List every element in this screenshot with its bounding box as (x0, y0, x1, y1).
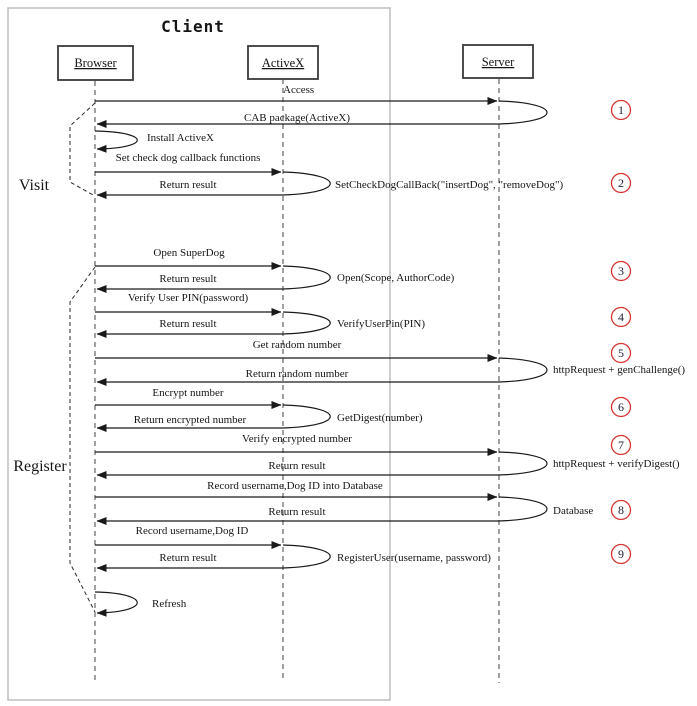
step-number-5: 5 (618, 346, 624, 360)
actor-server: Server (462, 44, 534, 79)
server-selfloop-1 (498, 100, 548, 125)
call-label-open: Open(Scope, AuthorCode) (337, 272, 455, 284)
client-frame-title: Client (161, 17, 225, 36)
browser-selfloop-refresh (94, 591, 138, 617)
activex-selfloop-verifypin (282, 311, 331, 335)
message-label-encrypt-number: Encrypt number (152, 387, 224, 399)
actor-label-server: Server (482, 55, 515, 69)
step-circle-6: 6 (610, 396, 632, 418)
activex-selfloop-registeruser (282, 544, 331, 569)
activex-selfloop-open (282, 265, 331, 290)
message-label-record-username: Record username,Dog ID (136, 525, 249, 537)
message-label-return-result-4: Return result (268, 460, 325, 472)
call-label-set-check-dog-callback: SetCheckDogCallBack("insertDog", "remove… (335, 179, 563, 191)
actor-browser: Browser (57, 45, 134, 81)
message-label-record-into-db: Record username,Dog ID into Database (207, 480, 383, 492)
visit-bracket (69, 102, 96, 197)
step-circle-outline-3 (610, 260, 632, 282)
step-circle-9: 9 (610, 543, 632, 565)
call-label-verify-digest: httpRequest + verifyDigest() (553, 458, 680, 470)
client-frame (7, 7, 391, 701)
message-label-return-result-5: Return result (268, 506, 325, 518)
step-circle-outline-7 (610, 434, 632, 456)
step-circle-outline-8 (610, 499, 632, 521)
actor-box-server (462, 44, 534, 79)
call-label-gen-challenge: httpRequest + genChallenge() (553, 364, 685, 376)
message-label-refresh: Refresh (152, 598, 187, 610)
message-label-get-random: Get random number (253, 339, 342, 351)
message-label-return-result-6: Return result (159, 552, 216, 564)
step-circle-8: 8 (610, 499, 632, 521)
step-circle-1: 1 (610, 99, 632, 121)
message-label-install-activex: Install ActiveX (147, 132, 214, 144)
call-label-database: Database (553, 505, 593, 517)
message-label-return-encrypted: Return encrypted number (134, 414, 247, 426)
step-number-7: 7 (618, 438, 624, 452)
section-label-register: Register (13, 458, 67, 475)
step-circle-outline-9 (610, 543, 632, 565)
step-circle-3: 3 (610, 260, 632, 282)
activex-selfloop-getdigest (282, 404, 331, 429)
server-selfloop-genchallenge (498, 357, 548, 383)
server-selfloop-verifydigest (498, 451, 548, 476)
actor-box-activex (247, 45, 319, 80)
register-bracket (69, 266, 96, 613)
step-circle-2: 2 (610, 172, 632, 194)
step-number-1: 1 (618, 103, 624, 117)
activex-selfloop-setcheckdog (282, 171, 331, 196)
actor-box-browser (57, 45, 134, 81)
message-label-open-superdog: Open SuperDog (153, 247, 225, 259)
call-label-verify-user-pin: VerifyUserPin(PIN) (337, 318, 425, 330)
step-circle-outline-6 (610, 396, 632, 418)
message-label-return-result-1: Return result (159, 179, 216, 191)
actor-label-browser: Browser (74, 56, 117, 70)
actor-activex: ActiveX (247, 45, 319, 80)
step-circle-4: 4 (610, 306, 632, 328)
call-label-register-user: RegisterUser(username, password) (337, 552, 491, 564)
server-selfloop-database (498, 496, 548, 522)
step-number-6: 6 (618, 400, 624, 414)
step-number-8: 8 (618, 503, 624, 517)
step-number-4: 4 (618, 310, 624, 324)
message-label-access: Access (283, 84, 314, 96)
message-label-cab-package: CAB package(ActiveX) (244, 112, 350, 124)
step-circle-outline-4 (610, 306, 632, 328)
call-label-get-digest: GetDigest(number) (337, 412, 423, 424)
step-number-9: 9 (618, 547, 624, 561)
message-label-set-check-dog: Set check dog callback functions (116, 152, 261, 164)
message-label-return-random: Return random number (246, 368, 349, 380)
step-circle-outline-5 (610, 342, 632, 364)
step-circle-outline-1 (610, 99, 632, 121)
step-circle-outline-2 (610, 172, 632, 194)
message-label-verify-encrypted: Verify encrypted number (242, 433, 352, 445)
message-label-verify-user-pin: Verify User PIN(password) (128, 292, 249, 304)
step-number-2: 2 (618, 176, 624, 190)
browser-selfloop-install (94, 130, 138, 153)
section-label-visit: Visit (19, 177, 50, 194)
actor-label-activex: ActiveX (262, 56, 304, 70)
message-label-return-result-3: Return result (159, 318, 216, 330)
message-label-return-result-2: Return result (159, 273, 216, 285)
step-circle-7: 7 (610, 434, 632, 456)
step-number-3: 3 (618, 264, 624, 278)
step-circle-5: 5 (610, 342, 632, 364)
